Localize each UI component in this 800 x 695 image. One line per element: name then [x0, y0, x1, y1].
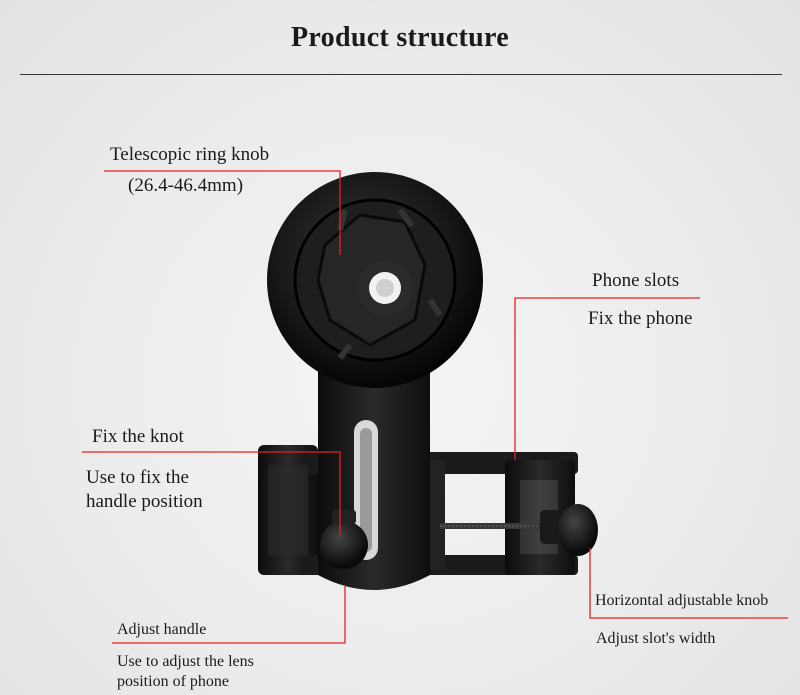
- callout-horizontal-knob-name: Horizontal adjustable knob: [595, 592, 769, 609]
- callout-adjust-handle-desc-1: Use to adjust the lens: [117, 653, 254, 670]
- callout-phone-slots-desc: Fix the phone: [588, 308, 693, 329]
- callout-adjust-handle-name: Adjust handle: [117, 621, 207, 638]
- leader-horizontal-knob: [589, 548, 788, 619]
- callout-ring-knob-name: Telescopic ring knob: [110, 144, 270, 165]
- fix-knot-knob: [320, 510, 368, 569]
- telescopic-ring-knob: [267, 172, 483, 388]
- callout-adjust-handle-desc-2: position of phone: [117, 673, 229, 690]
- callout-horizontal-knob-desc: Adjust slot's width: [596, 630, 716, 647]
- leader-phone-slots: [514, 297, 700, 460]
- callout-fix-knot-name: Fix the knot: [92, 426, 184, 447]
- horizontal-adjustable-knob-part: [540, 504, 598, 556]
- leader-lines: [82, 170, 788, 644]
- leader-fix-knot: [82, 451, 341, 535]
- leader-adjust-handle: [112, 585, 346, 644]
- title-underline: [20, 74, 782, 75]
- callout-ring-knob-desc: (26.4-46.4mm): [128, 175, 244, 196]
- page-title: Product structure: [291, 22, 509, 53]
- callout-phone-slots-name: Phone slots: [592, 270, 680, 291]
- callout-fix-knot-desc-1: Use to fix the: [86, 467, 189, 488]
- leader-ring-knob: [104, 170, 341, 255]
- callout-fix-knot-desc-2: handle position: [86, 491, 203, 512]
